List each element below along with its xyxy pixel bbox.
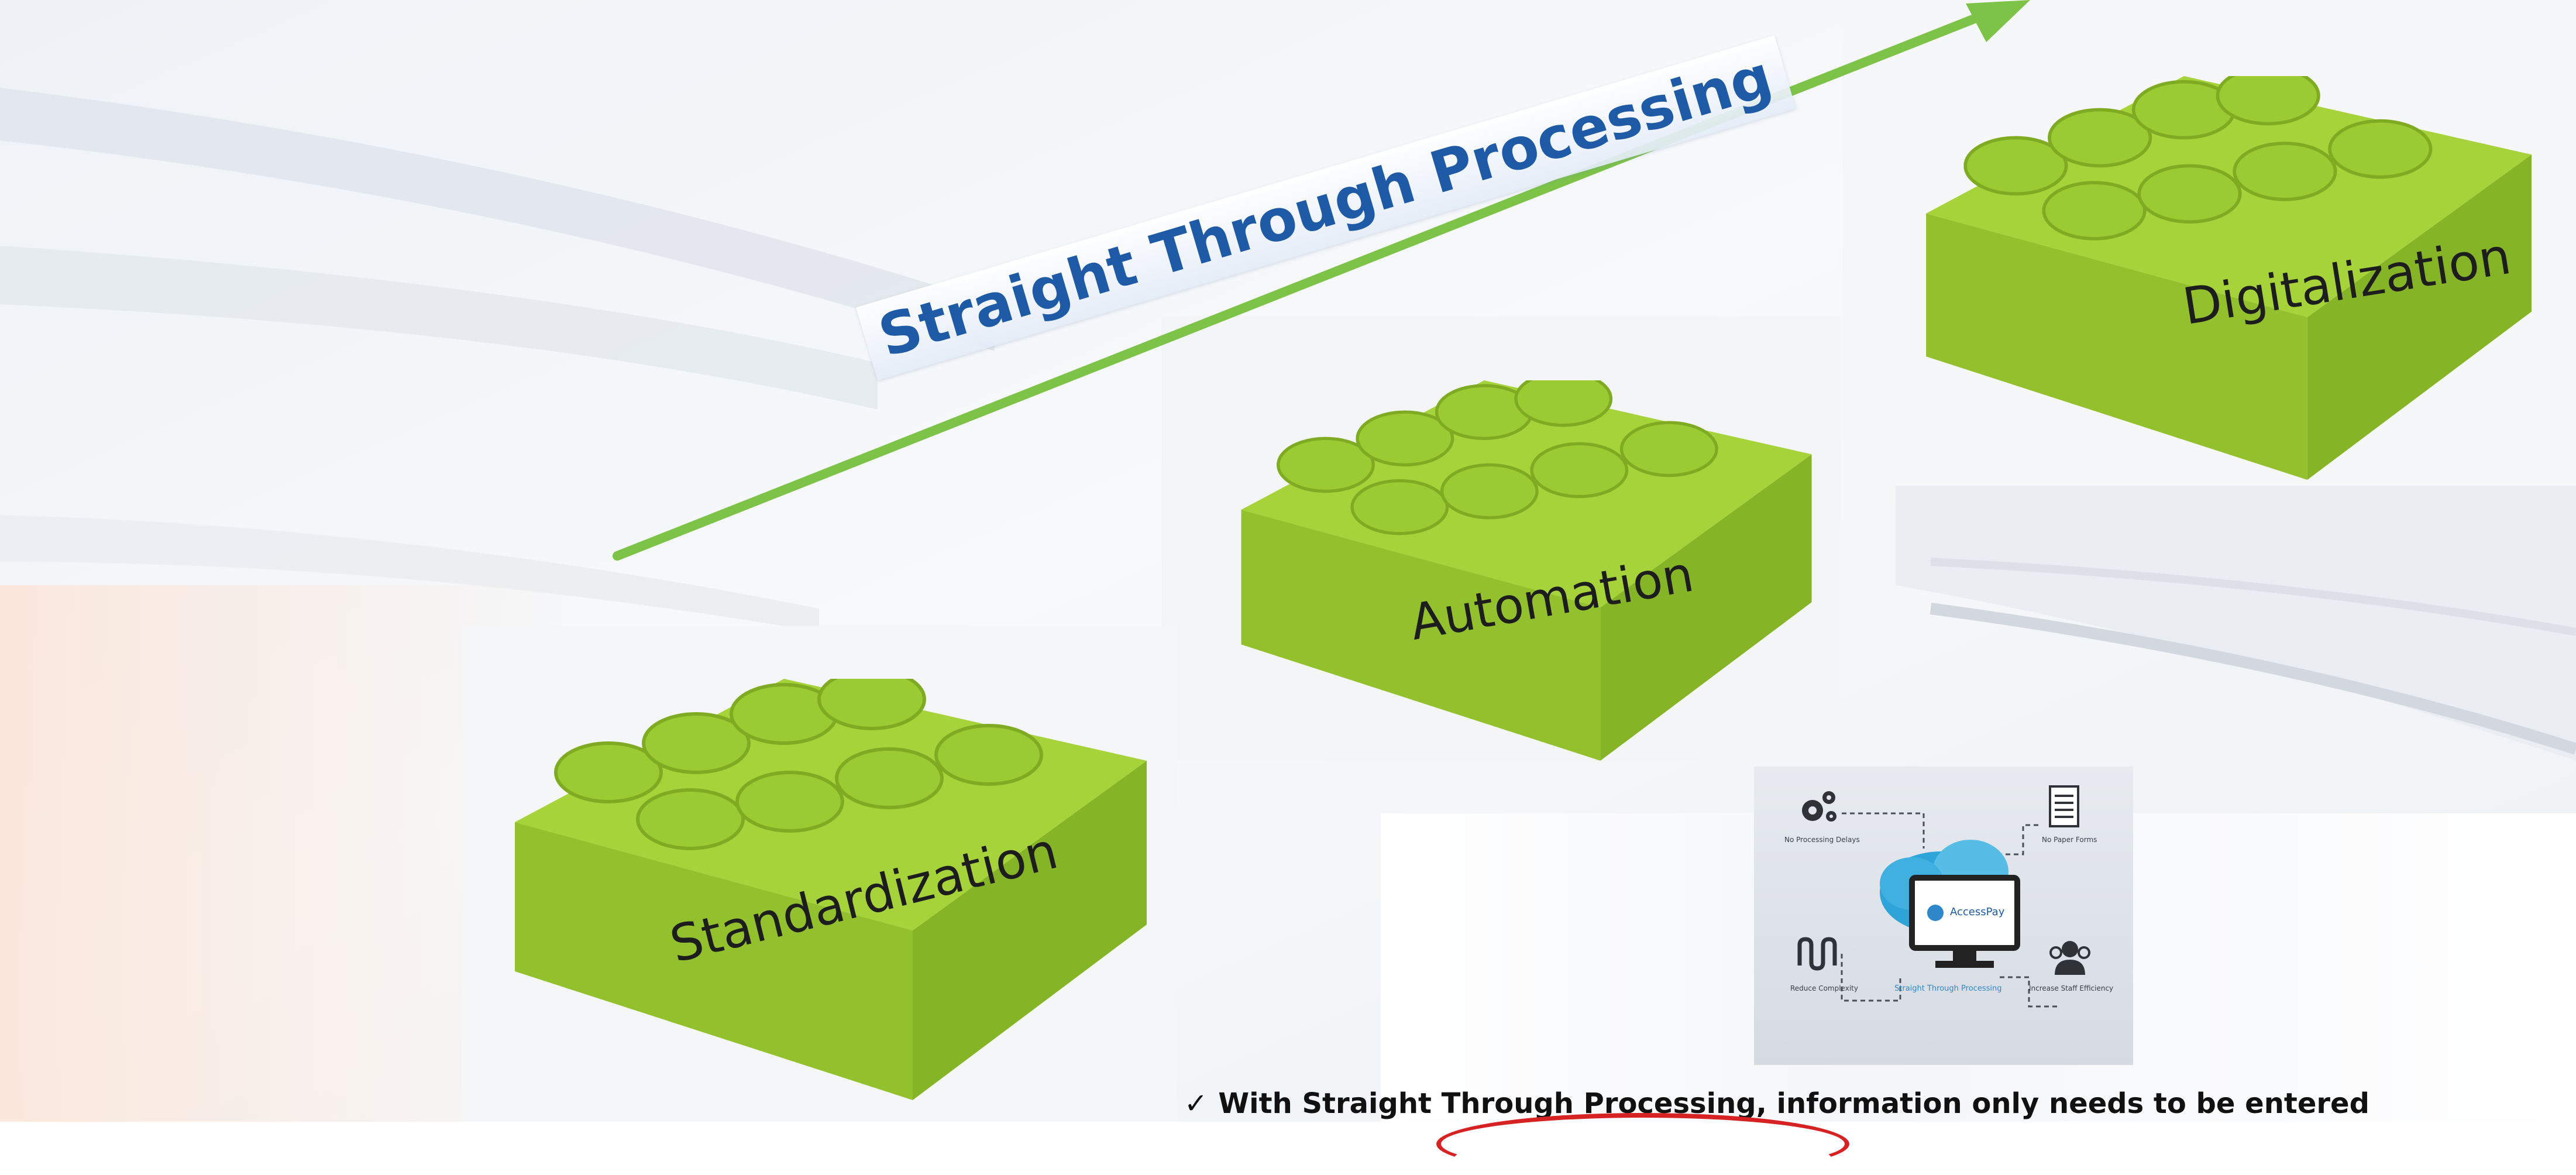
bullet-line: ✓ With Straight Through Processing, infor… bbox=[1184, 1087, 2369, 1120]
brick-automation: Automation bbox=[1194, 380, 1849, 761]
node-label-no-paper-forms: No Paper Forms bbox=[2042, 836, 2097, 844]
red-circle-annotation bbox=[1436, 1113, 1849, 1175]
center-caption: Straight Through Processing bbox=[1894, 984, 2002, 993]
cloud-monitor-icon bbox=[1880, 840, 2020, 968]
node-label-reduce-complexity: Reduce Complexity bbox=[1790, 984, 1858, 992]
check-icon: ✓ bbox=[1184, 1087, 1208, 1120]
stp-inset-graphic: No Processing Delays No Paper Forms Acce… bbox=[1754, 767, 2133, 1065]
accesspay-logo: AccessPay bbox=[1950, 906, 2005, 918]
node-label-increase-staff-efficiency: Increase Staff Efficiency bbox=[2029, 984, 2114, 992]
bullet-text: With Straight Through Processing, inform… bbox=[1218, 1087, 2369, 1120]
people-icon bbox=[2049, 941, 2090, 975]
document-icon bbox=[2049, 785, 2079, 827]
wave-icon bbox=[1797, 937, 1837, 971]
gears-icon bbox=[1802, 791, 1836, 822]
brick-standardization: Standardization bbox=[503, 679, 1147, 1100]
node-label-no-processing-delays: No Processing Delays bbox=[1784, 836, 1860, 844]
brick-digitalization: Digitalization bbox=[1884, 76, 2563, 480]
